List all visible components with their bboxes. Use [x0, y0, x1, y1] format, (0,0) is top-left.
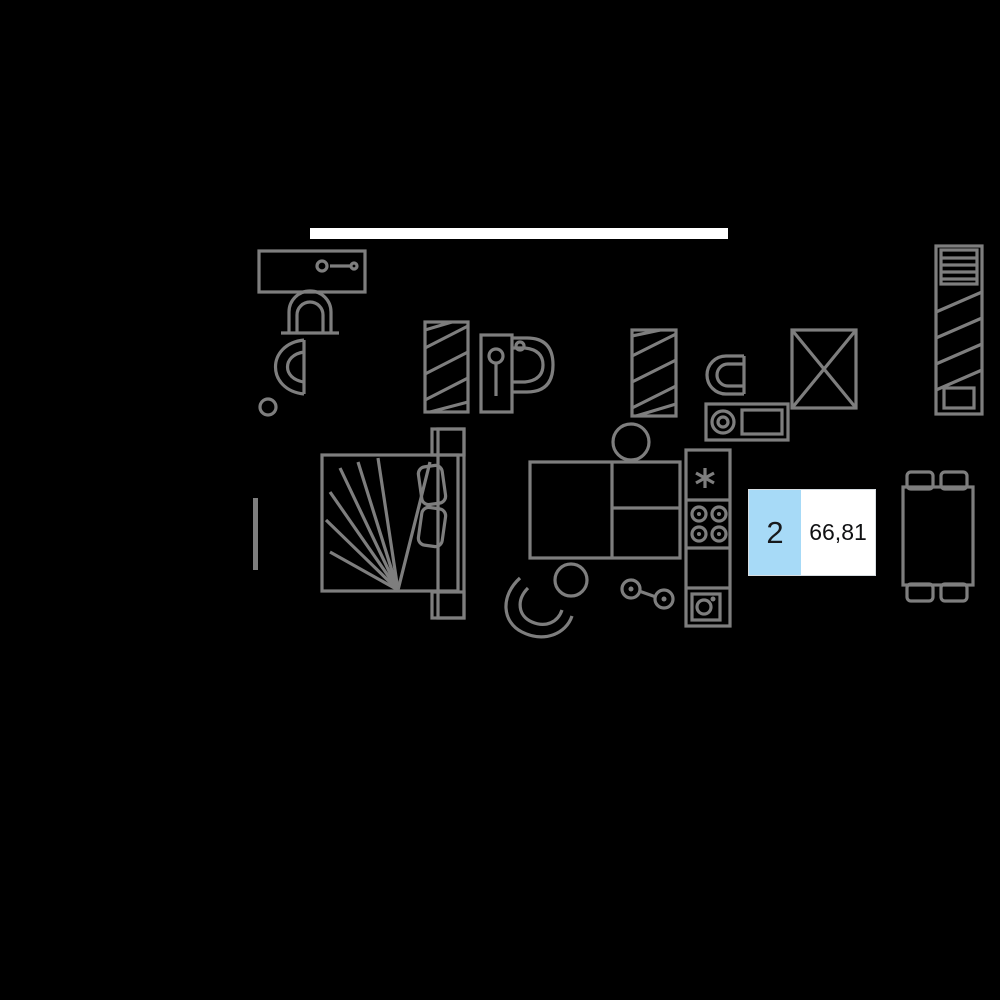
shelf-icon [934, 244, 984, 416]
unit-badge[interactable]: 2 66,81 [748, 489, 876, 576]
wall-segment [310, 228, 728, 239]
toilet-icon [258, 338, 306, 417]
unit-area-value: 66,81 [809, 519, 867, 545]
side-table-icon [553, 562, 589, 598]
stools-icon [620, 578, 675, 610]
bed-icon [320, 427, 466, 620]
unit-rooms-value: 2 [766, 514, 784, 550]
sink-icon [690, 592, 722, 622]
wall-stub [253, 498, 258, 570]
shower-icon [790, 328, 858, 410]
armchair-icon [504, 576, 574, 639]
kitchen-icon [684, 448, 732, 628]
toilet-2-icon [705, 354, 746, 396]
washing-machine-icon [704, 402, 790, 442]
stove-icon [690, 505, 728, 543]
desk-chair-icon [611, 422, 651, 462]
wardrobe-2-icon [630, 328, 678, 418]
arch-icon [281, 289, 339, 335]
sofa-desk-icon [528, 460, 682, 560]
washbasin-icon [479, 333, 555, 414]
dining-set-icon [901, 470, 975, 603]
unit-area-cell: 66,81 [801, 490, 875, 575]
wardrobe-icon [423, 320, 470, 414]
unit-rooms-cell: 2 [749, 490, 801, 575]
vanity-sink-icon [257, 249, 367, 294]
